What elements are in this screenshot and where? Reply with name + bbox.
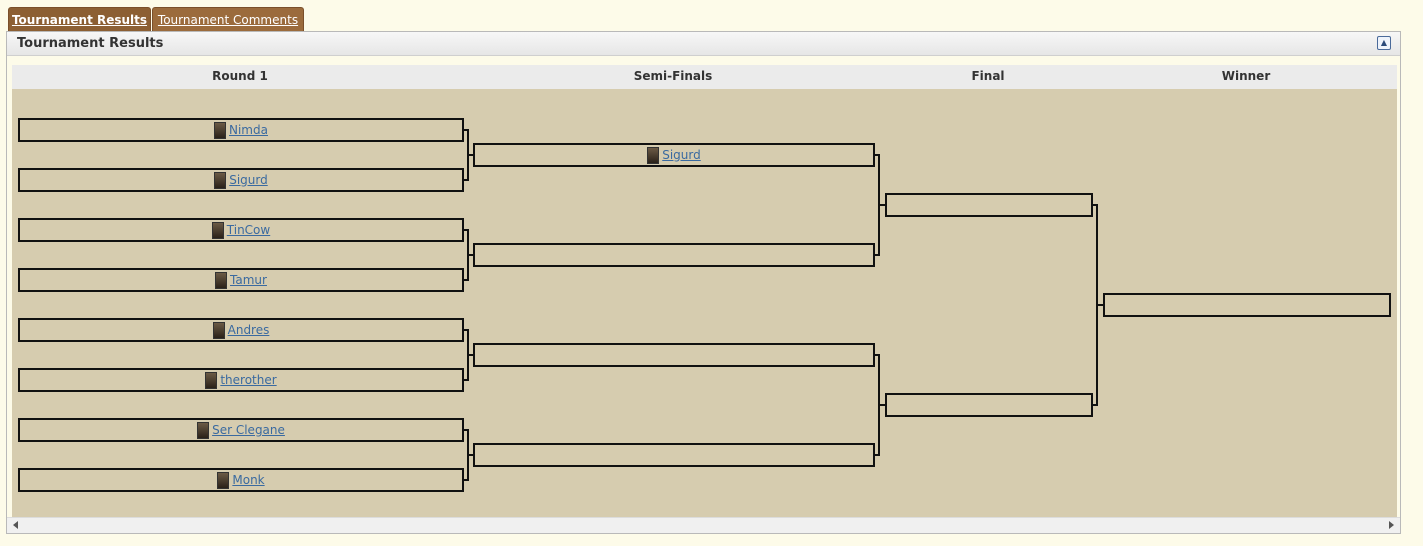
round-header-row: Round 1 Semi-Finals Final Winner [12,65,1397,89]
results-panel: Tournament Results ▲ Round 1 Semi-Finals… [6,31,1401,534]
scroll-right-icon[interactable] [1389,521,1394,529]
bracket-connector [875,254,880,256]
bracket-slot-semifinals [473,343,875,367]
player-entry: TinCow [211,220,271,240]
player-entry: Sigurd [647,145,701,165]
player-entry: Monk [217,470,265,490]
player-link[interactable]: Andres [227,323,270,337]
player-avatar [205,371,218,389]
bracket-slot-final [885,393,1093,417]
bracket-slot-winner [1103,293,1391,317]
bracket-slot-semifinals: Sigurd [473,143,875,167]
bracket-connector [464,479,469,481]
bracket-connector [875,154,880,156]
player-link[interactable]: Monk [232,473,265,487]
scroll-left-icon[interactable] [13,521,18,529]
player-link[interactable]: Sigurd [229,173,268,187]
tab-tournament-comments[interactable]: Tournament Comments [152,7,304,31]
player-avatar [647,146,660,164]
bracket-slot-round1: Ser Clegane [18,418,464,442]
bracket-connector [464,229,469,231]
bracket-connector [464,179,469,181]
player-avatar [217,471,230,489]
bracket-connector [467,254,473,256]
round-header-winner: Winner [1221,69,1271,83]
player-link[interactable]: Tamur [230,273,267,287]
bracket-connector [467,154,473,156]
bracket-connector [875,454,880,456]
player-avatar [214,121,226,139]
bracket-connector [878,404,885,406]
bracket-connector [1096,304,1103,306]
player-entry: Andres [212,320,270,340]
round-header-final: Final [971,69,1005,83]
bracket-slot-semifinals [473,443,875,467]
player-link[interactable]: therother [220,373,277,387]
bracket-connector [878,204,885,206]
bracket-slot-semifinals [473,243,875,267]
bracket-connector [1093,404,1098,406]
player-link[interactable]: Sigurd [662,148,701,162]
bracket-slot-round1: Tamur [18,268,464,292]
player-avatar [211,221,224,239]
player-link[interactable]: TinCow [226,223,271,237]
bracket-connector [464,129,469,131]
bracket-connector [875,354,880,356]
round-header-round-1: Round 1 [212,69,268,83]
player-entry: Tamur [215,270,267,290]
player-entry: therother [205,370,277,390]
player-avatar [212,321,225,339]
player-entry: Sigurd [214,170,268,190]
panel-header: Tournament Results ▲ [7,32,1400,56]
player-avatar [214,171,227,189]
bracket-connector [467,354,473,356]
bracket-slot-final [885,193,1093,217]
horizontal-scrollbar[interactable] [7,517,1400,533]
player-avatar [215,271,228,289]
panel-title: Tournament Results [17,36,164,51]
tab-tournament-results[interactable]: Tournament Results [8,7,151,31]
player-link[interactable]: Nimda [229,123,268,137]
player-link[interactable]: Ser Clegane [212,423,285,437]
bracket-slot-round1: Monk [18,468,464,492]
player-entry: Ser Clegane [197,420,285,440]
bracket-connector [464,329,469,331]
bracket-connector [464,379,469,381]
bracket-slot-round1: Nimda [18,118,464,142]
bracket-slot-round1: Sigurd [18,168,464,192]
player-avatar [197,421,210,439]
bracket-slot-round1: therother [18,368,464,392]
round-header-semi-finals: Semi-Finals [633,69,713,83]
bracket-connector [464,279,469,281]
bracket-slot-round1: Andres [18,318,464,342]
bracket-slot-round1: TinCow [18,218,464,242]
bracket-connector [1093,204,1098,206]
bracket-connector [467,454,473,456]
player-entry: Nimda [214,120,268,140]
bracket-connector [464,429,469,431]
collapse-icon[interactable]: ▲ [1377,36,1391,50]
